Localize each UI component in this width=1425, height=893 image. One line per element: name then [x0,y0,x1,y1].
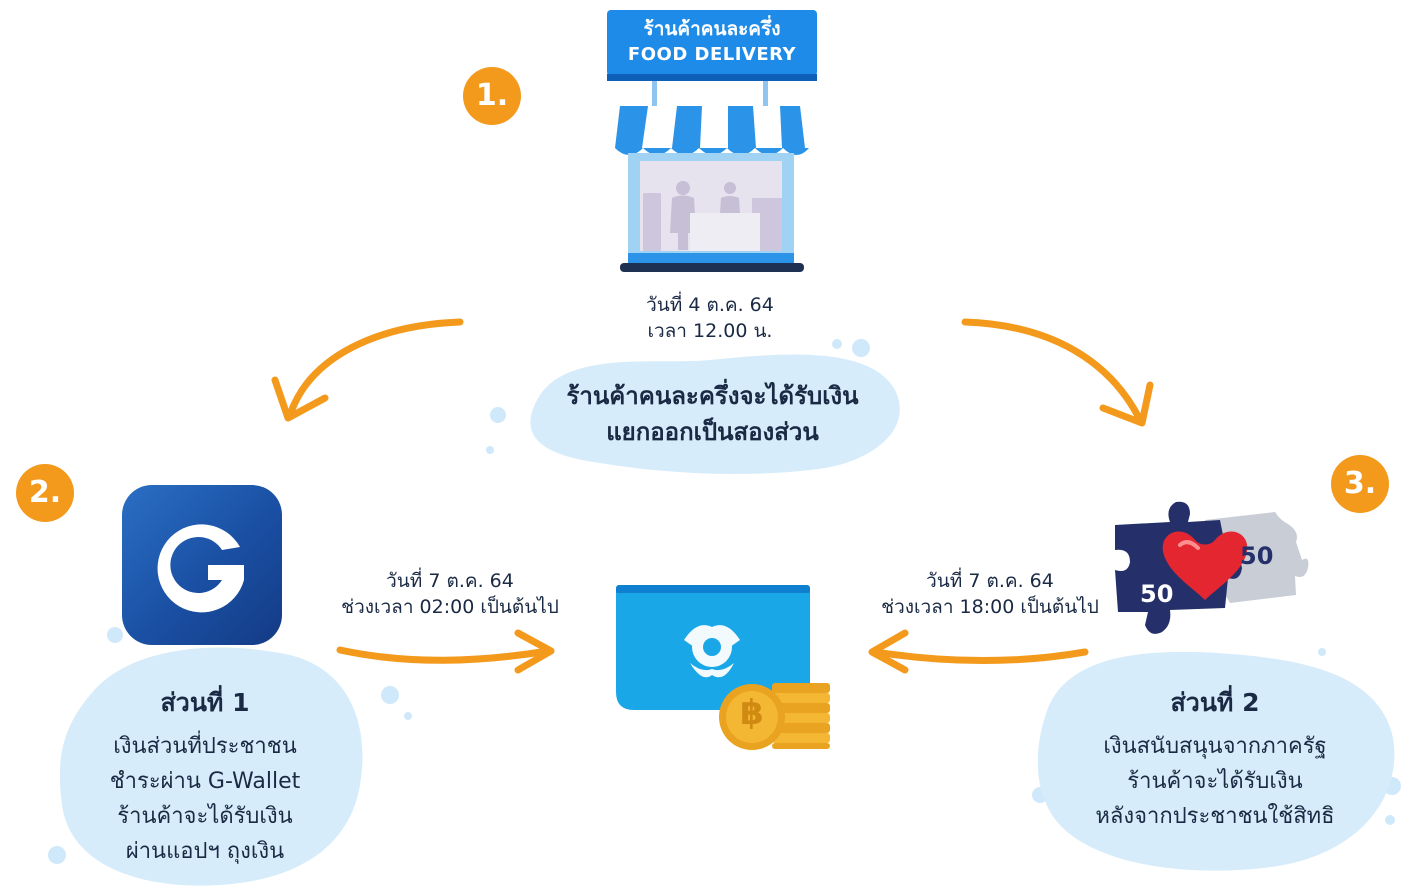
arrow-to-gwallet [286,318,464,419]
top-blob-shape [530,354,900,474]
part1-line-4: ผ่านแอปฯ ถุงเงิน [125,839,285,864]
part1-line-3: ร้านค้าจะได้รับเงิน [117,804,293,829]
shop-illustration: ร้านค้าคนละครึ่ง FOOD DELIVERY [600,8,820,278]
part1-block: ส่วนที่ 1 เงินส่วนที่ประชาชน ชำระผ่าน G-… [60,683,350,869]
part2-block: ส่วนที่ 2 เงินสนับสนุนจากภาครัฐ ร้านค้าจ… [1055,683,1375,834]
left-date-line2: ช่วงเวลา 02:00 เป็นต้นไป [341,596,559,618]
g-wallet-app-icon: G [122,485,282,645]
left-date-line1: วันที่ 7 ต.ค. 64 [386,570,514,592]
top-blob-line2: แยกออกเป็นสองส่วน [606,418,819,446]
part2-line-1: เงินสนับสนุนจากภาครัฐ [1103,734,1327,759]
top-date: วันที่ 4 ต.ค. 64 เวลา 12.00 น. [560,292,860,344]
step-1-badge: 1. [463,67,521,125]
shop-sign-title: ร้านค้าคนละครึ่ง [643,18,781,40]
part1-line-2: ชำระผ่าน G-Wallet [109,769,301,794]
part2-title: ส่วนที่ 2 [1170,688,1260,717]
part2-line-3: หลังจากประชาชนใช้สิทธิ [1095,804,1335,829]
step-2-badge: 2. [16,464,74,522]
step-3-badge: 3. [1331,455,1389,513]
top-blob-line1: ร้านค้าคนละครึ่งจะได้รับเงิน [566,382,859,410]
bank-wallet-icon [616,585,830,750]
bank-wallet-illustration: ฿ [612,585,834,750]
part1-title: ส่วนที่ 1 [160,688,250,717]
top-blob-text: ร้านค้าคนละครึ่งจะได้รับเงิน แยกออกเป็นส… [520,378,905,450]
right-date-line2: ช่วงเวลา 18:00 เป็นต้นไป [881,596,1099,618]
shop-icon [607,10,817,272]
puzzle-heart-illustration: 50 50 [1110,500,1310,640]
left-date: วันที่ 7 ต.ค. 64 ช่วงเวลา 02:00 เป็นต้นไ… [315,568,585,620]
part2-blob-shape [1037,651,1395,871]
puzzle-left-number: 50 [1140,580,1174,608]
top-date-line2: เวลา 12.00 น. [647,320,773,342]
part2-line-2: ร้านค้าจะได้รับเงิน [1127,769,1303,794]
top-date-line1: วันที่ 4 ต.ค. 64 [646,294,774,316]
g-logo-icon [157,524,244,613]
puzzle-icon [1115,501,1309,634]
puzzle-right-number: 50 [1240,542,1274,570]
right-date: วันที่ 7 ต.ค. 64 ช่วงเวลา 18:00 เป็นต้นไ… [855,568,1125,620]
right-date-line1: วันที่ 7 ต.ค. 64 [926,570,1054,592]
part1-line-1: เงินส่วนที่ประชาชน [113,734,297,759]
baht-coin-symbol: ฿ [740,693,764,733]
shop-sign-subtitle: FOOD DELIVERY [627,44,797,65]
part1-blob-shape [59,647,363,886]
